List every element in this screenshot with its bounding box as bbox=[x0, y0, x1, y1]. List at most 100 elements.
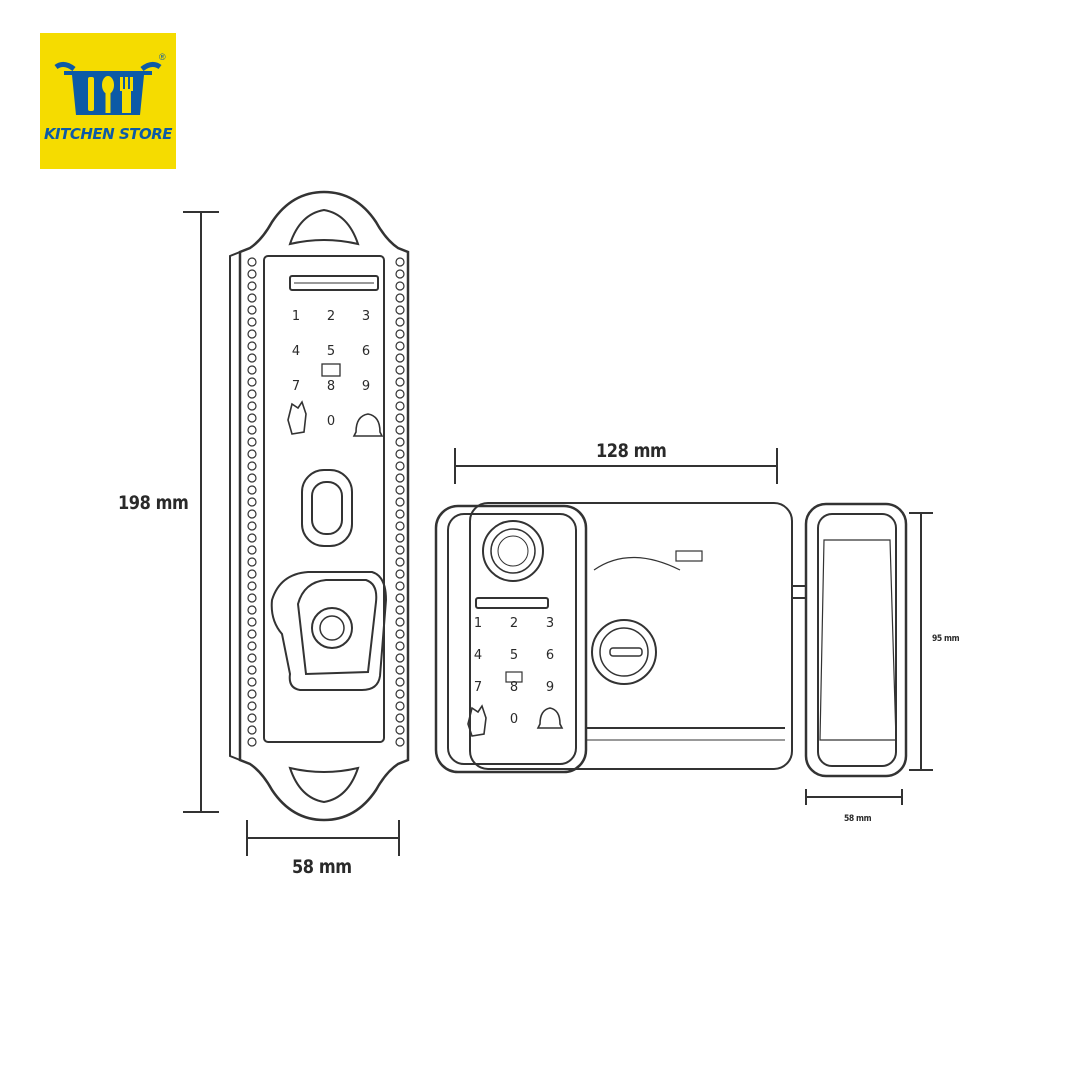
panel-stud bbox=[395, 485, 405, 495]
front-lock-panel bbox=[229, 190, 410, 822]
panel-stud bbox=[395, 365, 405, 375]
keypad-key-0: 0 bbox=[327, 414, 335, 429]
keypad-key-3: 3 bbox=[362, 309, 370, 324]
panel-stud bbox=[247, 713, 257, 723]
panel-stud bbox=[247, 557, 257, 567]
panel-stud bbox=[247, 521, 257, 531]
panel-stud bbox=[395, 401, 405, 411]
panel-stud bbox=[247, 497, 257, 507]
panel-stud bbox=[395, 461, 405, 471]
label-front-width: 58 mm bbox=[292, 856, 352, 878]
panel-stud bbox=[395, 425, 405, 435]
registered-mark: ® bbox=[159, 52, 166, 62]
dimension-line-side-width bbox=[805, 789, 903, 805]
panel-stud bbox=[247, 425, 257, 435]
panel-stud bbox=[247, 533, 257, 543]
panel-stud bbox=[247, 485, 257, 495]
panel-stud bbox=[395, 437, 405, 447]
keypad-key-4: 4 bbox=[474, 648, 482, 663]
panel-stud bbox=[395, 377, 405, 387]
panel-stud bbox=[395, 521, 405, 531]
panel-stud bbox=[395, 329, 405, 339]
keypad-key-5: 5 bbox=[327, 344, 335, 359]
panel-stud bbox=[247, 677, 257, 687]
panel-stud bbox=[395, 509, 405, 519]
panel-stud bbox=[247, 509, 257, 519]
panel-stud bbox=[395, 449, 405, 459]
panel-stud bbox=[247, 365, 257, 375]
panel-stud bbox=[395, 557, 405, 567]
panel-stud bbox=[247, 437, 257, 447]
panel-stud bbox=[395, 617, 405, 627]
keypad-key-4: 4 bbox=[292, 344, 300, 359]
panel-stud bbox=[247, 401, 257, 411]
side-strike-plate bbox=[804, 502, 908, 778]
panel-stud bbox=[247, 269, 257, 279]
panel-stud bbox=[395, 725, 405, 735]
panel-stud bbox=[247, 629, 257, 639]
brand-name: KITCHEN STORE bbox=[43, 125, 173, 143]
panel-stud bbox=[247, 461, 257, 471]
keypad-key-9: 9 bbox=[362, 379, 370, 394]
panel-stud bbox=[395, 641, 405, 651]
keypad-key-2: 2 bbox=[327, 309, 335, 324]
panel-stud bbox=[395, 665, 405, 675]
keypad-key-9: 9 bbox=[546, 680, 554, 695]
dimension-line-front-width bbox=[246, 820, 400, 856]
keypad-key-0: 0 bbox=[510, 712, 518, 727]
label-body-width: 128 mm bbox=[596, 440, 667, 462]
dimension-line-body-width bbox=[454, 448, 778, 484]
panel-stud bbox=[395, 737, 405, 747]
keypad-key-3: 3 bbox=[546, 616, 554, 631]
panel-stud bbox=[247, 581, 257, 591]
panel-stud bbox=[247, 641, 257, 651]
panel-stud bbox=[247, 281, 257, 291]
panel-stud bbox=[395, 257, 405, 267]
panel-stud bbox=[247, 617, 257, 627]
panel-stud bbox=[247, 545, 257, 555]
panel-stud bbox=[395, 353, 405, 363]
panel-stud bbox=[395, 605, 405, 615]
dimension-line-height bbox=[183, 211, 219, 813]
panel-stud bbox=[247, 569, 257, 579]
panel-stud bbox=[247, 305, 257, 315]
label-front-height: 198 mm bbox=[118, 492, 189, 514]
panel-stud bbox=[395, 581, 405, 591]
panel-stud bbox=[395, 413, 405, 423]
panel-stud bbox=[395, 677, 405, 687]
panel-stud bbox=[395, 305, 405, 315]
keypad-key-2: 2 bbox=[510, 616, 518, 631]
panel-stud bbox=[395, 713, 405, 723]
dimension-line-side-height bbox=[909, 512, 933, 771]
panel-stud bbox=[395, 569, 405, 579]
panel-stud bbox=[247, 329, 257, 339]
keypad-key-1: 1 bbox=[292, 309, 300, 324]
panel-stud bbox=[247, 341, 257, 351]
panel-stud bbox=[247, 353, 257, 363]
lock-body bbox=[434, 502, 805, 774]
keypad-key-8: 8 bbox=[510, 680, 518, 695]
keypad-key-8: 8 bbox=[327, 379, 335, 394]
panel-stud bbox=[395, 497, 405, 507]
panel-stud bbox=[395, 389, 405, 399]
brand-logo: ® KITCHEN STORE bbox=[40, 33, 176, 169]
panel-stud bbox=[247, 593, 257, 603]
panel-stud bbox=[395, 653, 405, 663]
keypad-key-7: 7 bbox=[292, 379, 300, 394]
keypad-key-1: 1 bbox=[474, 616, 482, 631]
panel-stud bbox=[247, 605, 257, 615]
panel-stud bbox=[247, 317, 257, 327]
panel-stud bbox=[247, 689, 257, 699]
panel-stud bbox=[247, 725, 257, 735]
panel-stud bbox=[247, 737, 257, 747]
panel-stud bbox=[247, 413, 257, 423]
panel-stud bbox=[395, 593, 405, 603]
panel-stud bbox=[247, 701, 257, 711]
panel-stud bbox=[247, 293, 257, 303]
panel-stud bbox=[395, 533, 405, 543]
keypad-key-5: 5 bbox=[510, 648, 518, 663]
panel-stud bbox=[247, 665, 257, 675]
panel-stud bbox=[247, 377, 257, 387]
